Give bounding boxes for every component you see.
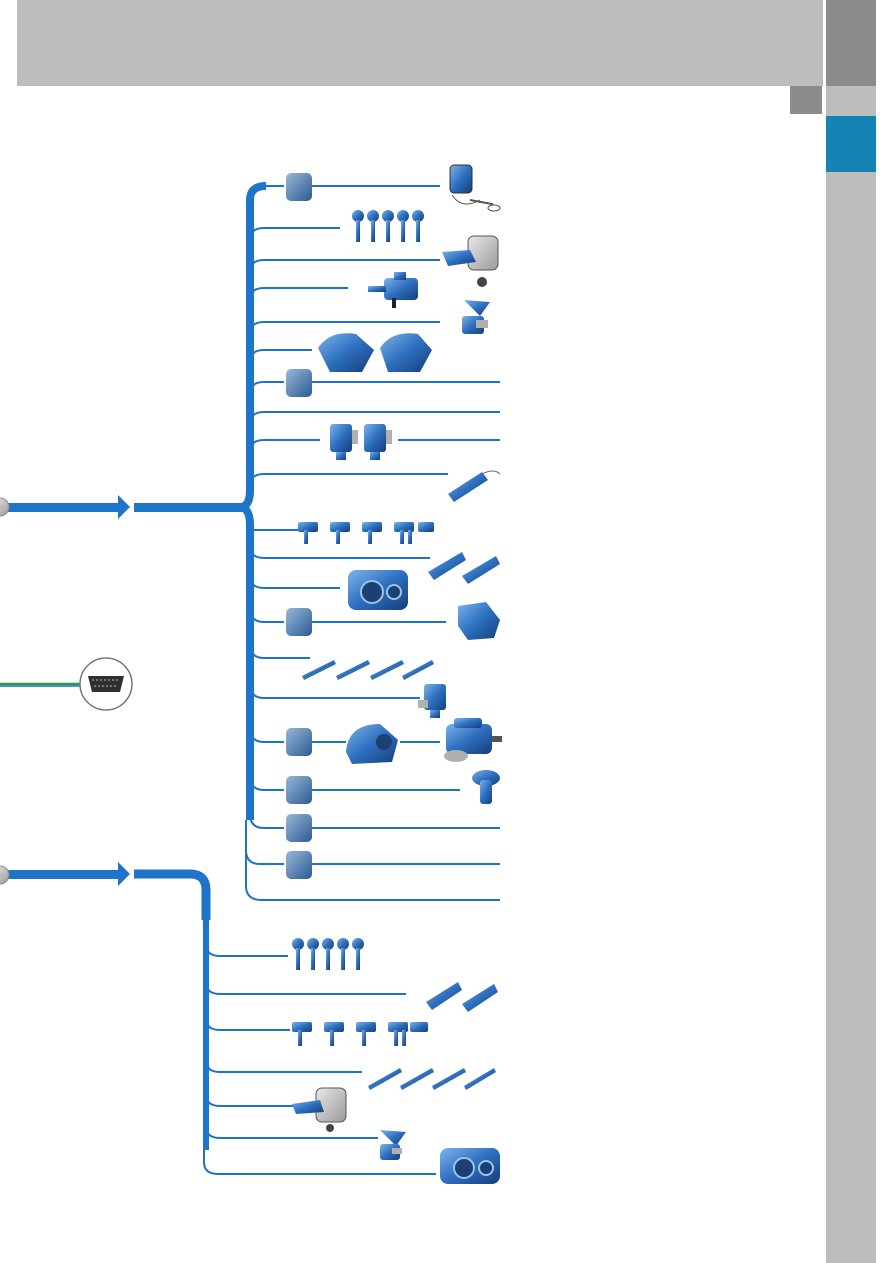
bus-connector-plug-icon: [0, 865, 10, 885]
valve-icon[interactable]: [368, 272, 418, 308]
throttle-icon[interactable]: [348, 570, 408, 610]
lower-branch-lines: [203, 920, 436, 1175]
coolant-pump-icon[interactable]: [458, 602, 500, 640]
side-tab-dark: [826, 0, 876, 86]
adjuster-icon[interactable]: [318, 333, 432, 372]
bus-connector-plug-icon: [0, 497, 10, 517]
ecu-module-icon: [286, 776, 312, 804]
throttle-lower-icon[interactable]: [440, 1148, 500, 1184]
ecu-module-icon: [286, 369, 312, 397]
lambda-sensor-icon[interactable]: [448, 470, 501, 502]
chapter-tab-active[interactable]: [826, 116, 876, 172]
ecu-modules[interactable]: [286, 173, 312, 879]
page-marker-tab: [790, 86, 822, 114]
actuator-icon[interactable]: [346, 718, 502, 764]
sensor-lower-icon[interactable]: [380, 1130, 406, 1160]
ignition-coil-lower-icon[interactable]: [292, 938, 364, 970]
injector-icon[interactable]: [298, 522, 434, 544]
ecu-module-icon: [286, 173, 312, 201]
ecu-module-icon: [286, 728, 312, 756]
mushroom-sensor-icon[interactable]: [472, 770, 500, 804]
main-bus-upper: [0, 495, 242, 519]
ignition-coil-icon[interactable]: [352, 210, 424, 242]
glow-plug-icon[interactable]: [302, 660, 434, 680]
ecu-module-icon: [286, 814, 312, 842]
knock-sensor-lower-icon[interactable]: [426, 982, 498, 1012]
pump-icon[interactable]: [442, 235, 499, 287]
injector-lower-icon[interactable]: [292, 1022, 428, 1046]
ecu-module-icon: [286, 851, 312, 879]
solenoid-icon[interactable]: [330, 424, 392, 460]
diagnostic-line: [0, 657, 133, 711]
sensor-icon[interactable]: [462, 300, 490, 334]
knock-sensor-icon[interactable]: [428, 552, 500, 584]
valve-single-icon[interactable]: [418, 684, 446, 718]
upper-branch-lines: [245, 185, 500, 865]
glow-plug-lower-icon[interactable]: [368, 1068, 496, 1090]
header-bar: [17, 0, 823, 86]
main-bus-lower: [0, 862, 211, 920]
ecu-module-icon: [286, 608, 312, 636]
fuel-pump-module-icon[interactable]: [449, 164, 501, 212]
pump-lower-icon[interactable]: [292, 1087, 347, 1132]
side-strip: [826, 86, 876, 1263]
